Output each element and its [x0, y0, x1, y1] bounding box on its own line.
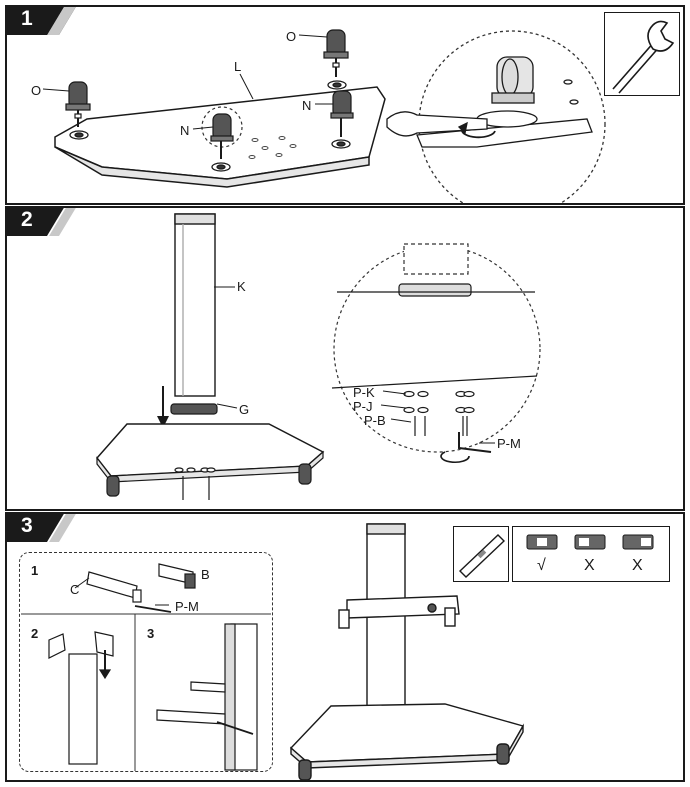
- step-3-drawing: [21, 523, 525, 780]
- caster-n-center: [201, 106, 243, 159]
- spirit-level-icon-box: [453, 526, 509, 582]
- step-1-badge: 1: [7, 7, 77, 35]
- step-2-panel: 2: [5, 206, 685, 511]
- label-column: K: [237, 279, 246, 294]
- step-2-column-drawing: [96, 213, 541, 500]
- step-3-number: 3: [21, 514, 33, 537]
- step-1-base-drawing: [42, 29, 606, 203]
- label-caster-brake-left: O: [31, 83, 42, 98]
- label-hex-key-3: P-M: [175, 599, 199, 614]
- wrench-icon: [612, 20, 675, 94]
- label-bolt-b: P-B: [364, 413, 386, 428]
- wrench-detail: [386, 30, 606, 203]
- label-bracket-c: C: [70, 582, 80, 597]
- caster-o-left: [65, 81, 91, 127]
- level-mark-correct: √: [537, 557, 546, 574]
- sub-step-2-number: 2: [31, 626, 39, 641]
- sub-step-3-number: 3: [147, 626, 155, 641]
- step-2-number: 2: [21, 208, 33, 231]
- caster-o-top: [323, 29, 349, 77]
- level-mark-wrong-left: X: [584, 557, 595, 574]
- label-cap: G: [239, 402, 250, 417]
- step-3-badge: 3: [7, 514, 77, 542]
- level-check-box: √ X X: [512, 526, 670, 582]
- sub-steps-region: [19, 552, 273, 772]
- step-3-panel: 3: [5, 512, 685, 782]
- cap: [170, 403, 218, 415]
- step-1-number: 1: [21, 7, 33, 30]
- label-base: L: [234, 59, 242, 74]
- level-bubbles: [526, 534, 654, 550]
- step-1-panel: 1: [5, 5, 685, 205]
- label-caster-plain-right: N: [302, 98, 312, 113]
- label-hex-key: P-M: [497, 436, 521, 451]
- wrench-icon-box: [604, 12, 680, 96]
- caster-n-right: [330, 90, 354, 137]
- label-caster-plain-center: N: [180, 123, 190, 138]
- step-2-badge: 2: [7, 208, 77, 236]
- label-washer-j: P-J: [353, 399, 373, 414]
- sub-step-1-number: 1: [31, 563, 39, 578]
- spirit-level-icon: [458, 534, 506, 578]
- label-caster-brake-top: O: [286, 29, 297, 44]
- level-mark-wrong-right: X: [632, 557, 643, 574]
- label-bracket-b: B: [201, 567, 210, 582]
- stand-assembly: [289, 523, 525, 780]
- bolt-detail: [331, 243, 541, 463]
- label-washer-k: P-K: [353, 385, 375, 400]
- column: [174, 213, 216, 397]
